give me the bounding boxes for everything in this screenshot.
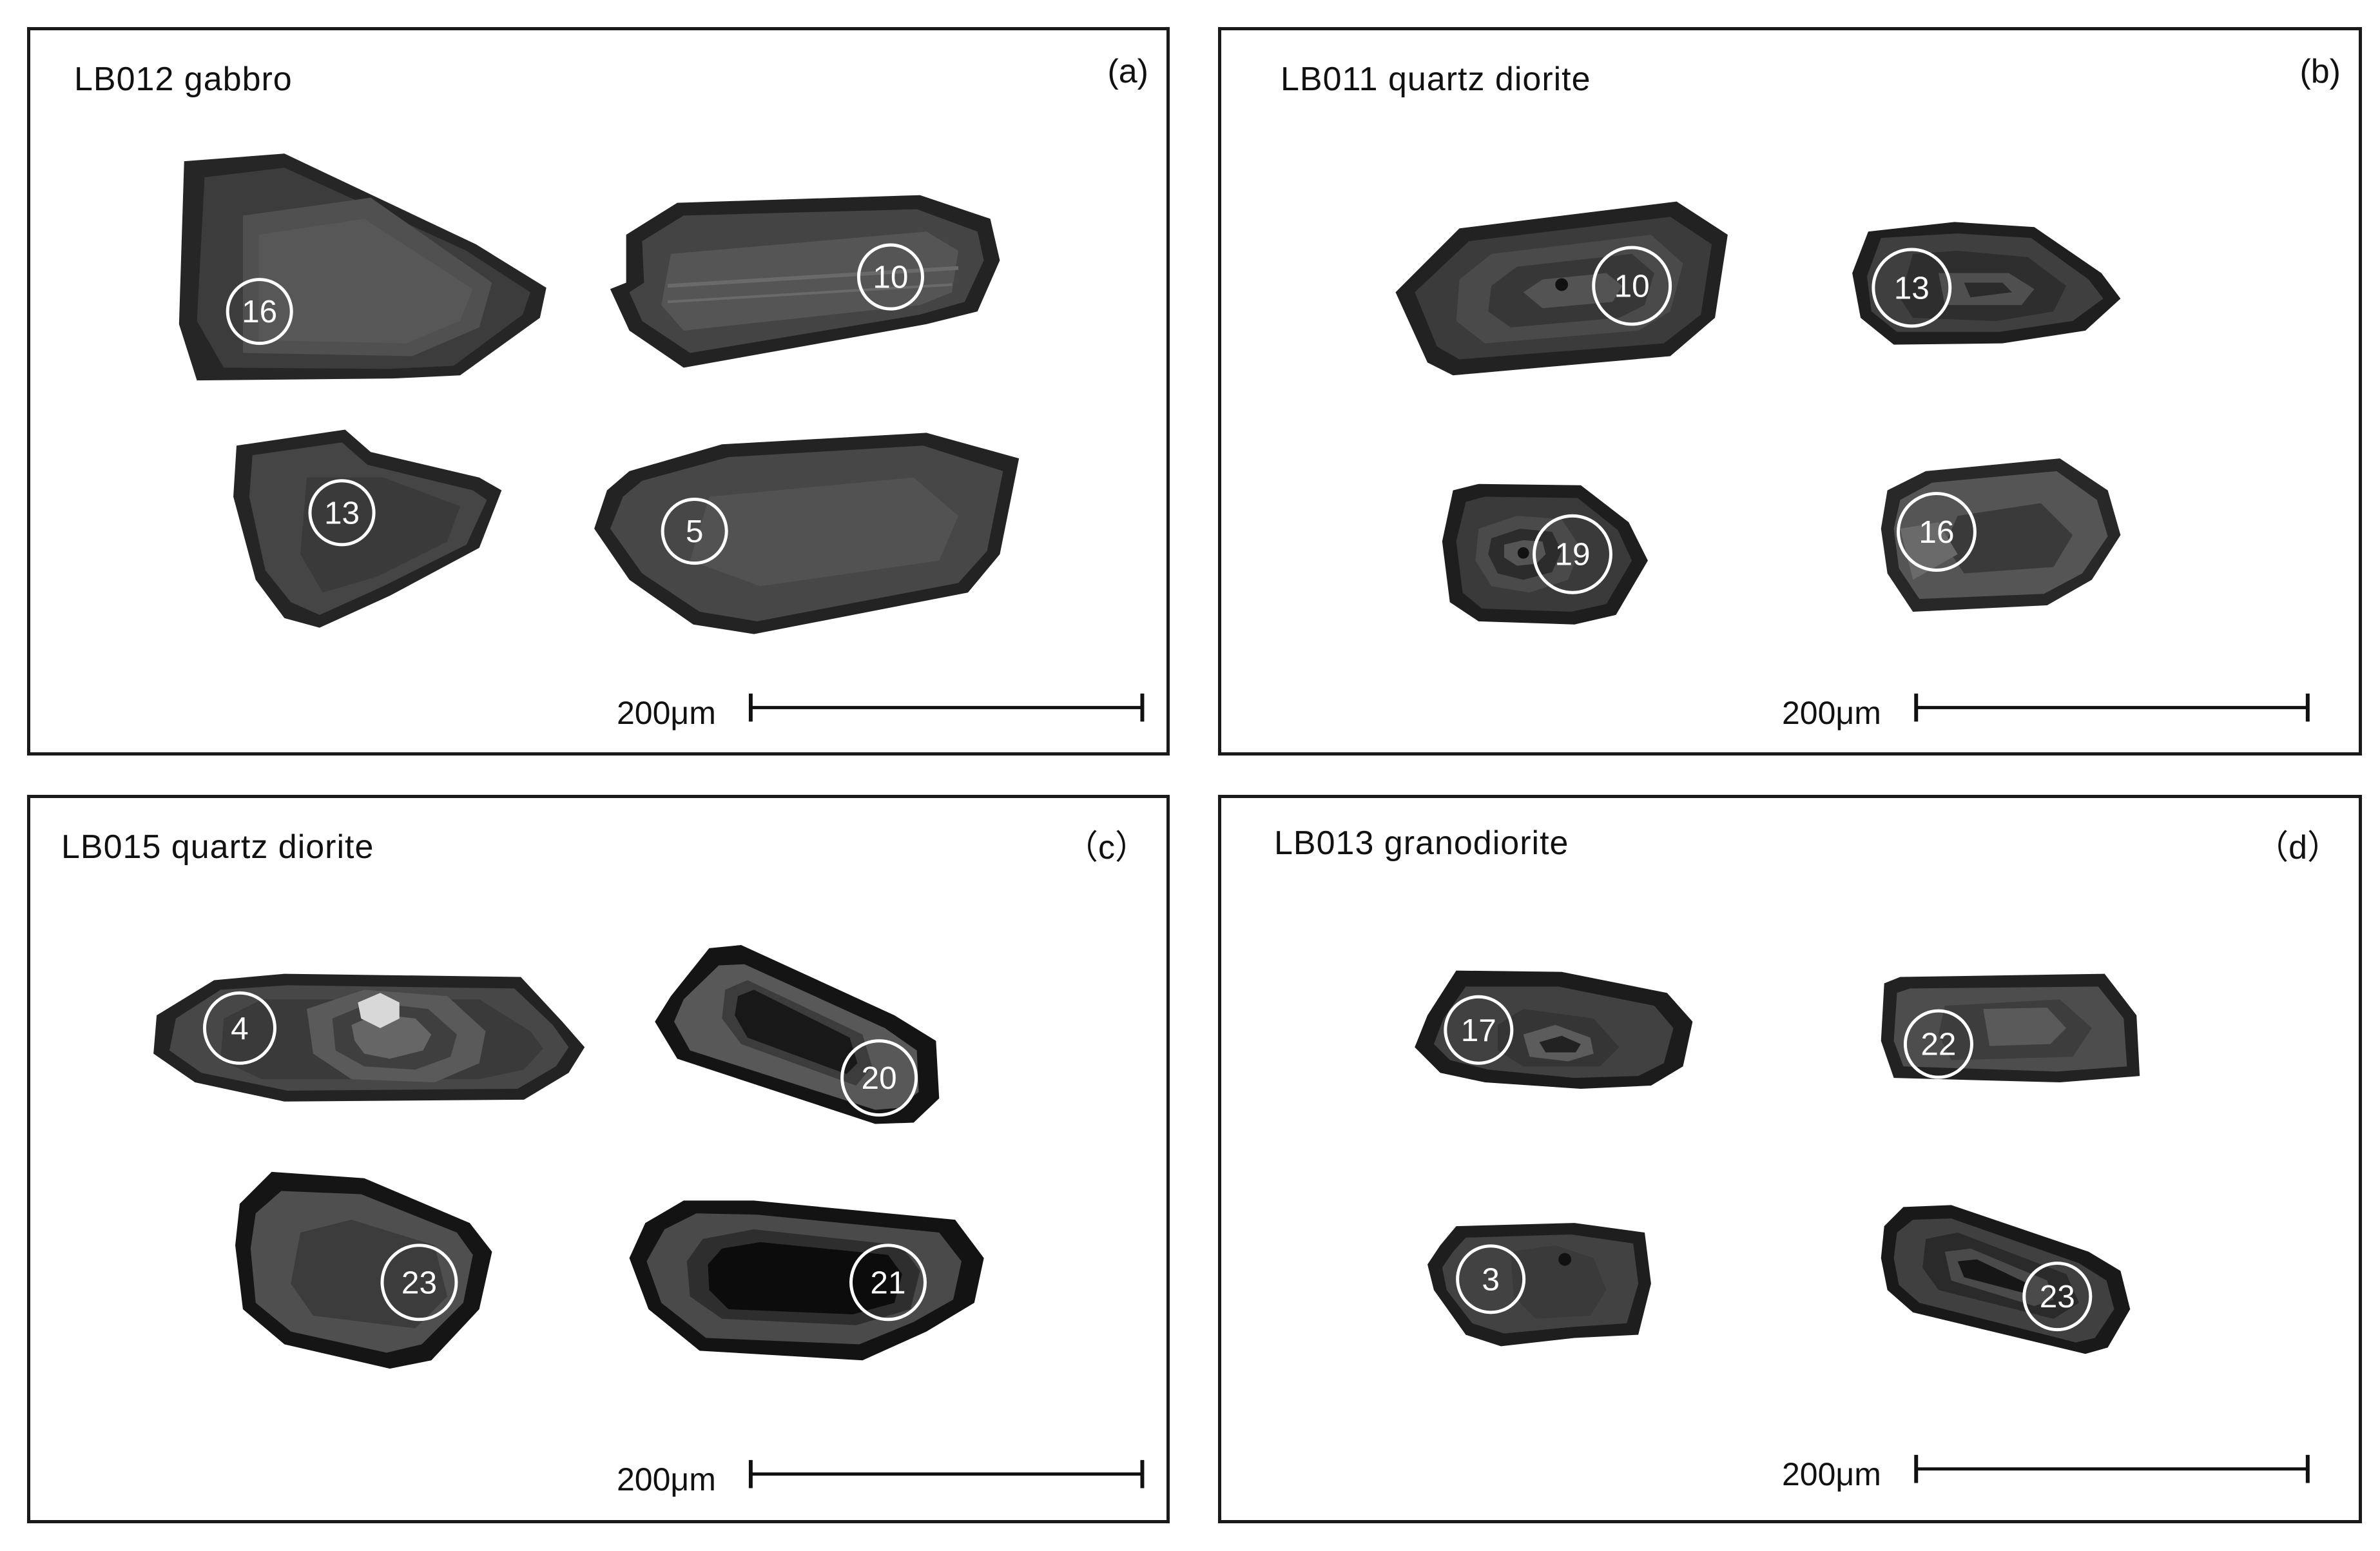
- spot-label: 23: [2040, 1278, 2075, 1314]
- spot-label: 20: [862, 1060, 897, 1096]
- scale-bar: [748, 1459, 1145, 1488]
- scale-bar-label: 200μm: [1782, 695, 1881, 731]
- panel-a-image: 16 10 13: [179, 153, 1145, 722]
- zircon-grain: [1881, 1205, 2131, 1354]
- panel-d-image: 17 22 3: [1415, 970, 2310, 1483]
- analysis-spot: 5: [661, 498, 728, 565]
- spot-label: 10: [873, 259, 908, 295]
- panel-letter: （d）: [2255, 829, 2341, 866]
- spot-label: 5: [686, 513, 704, 549]
- panel-a: 16 10 13: [27, 27, 1170, 756]
- analysis-spot: 10: [856, 243, 924, 311]
- zircon-grain: [629, 1200, 984, 1361]
- panel-letter: （c）: [1064, 829, 1148, 866]
- analysis-spot: 3: [1456, 1244, 1526, 1314]
- scale-bar-label: 200μm: [617, 695, 716, 731]
- zircon-grain: [153, 973, 585, 1102]
- analysis-spot: 17: [1444, 995, 1514, 1065]
- analysis-spot: 16: [226, 278, 293, 346]
- spot-label: 21: [870, 1264, 905, 1300]
- spot-label: 16: [242, 293, 277, 329]
- zircon-grain: [610, 195, 1000, 368]
- zircon-grain: [1415, 970, 1693, 1089]
- spot-label: 13: [324, 494, 360, 531]
- scale-bar-label: 200μm: [617, 1461, 716, 1497]
- zircon-grain: [1442, 483, 1648, 625]
- scale-bar: [1914, 693, 2310, 722]
- panel-c: 4 20 23 2: [27, 795, 1170, 1523]
- spot-label: 17: [1461, 1012, 1496, 1048]
- analysis-spot: 23: [2022, 1262, 2093, 1332]
- analysis-spot: 13: [1872, 248, 1952, 328]
- zircon-grain: [655, 944, 940, 1124]
- panel-letter: (b): [2299, 53, 2341, 90]
- analysis-spot: 19: [1533, 514, 1612, 594]
- analysis-spot: 20: [840, 1039, 918, 1117]
- zircon-grain: [1427, 1223, 1651, 1347]
- scale-bar-label: 200μm: [1782, 1456, 1881, 1492]
- spot-label: 16: [1919, 514, 1954, 550]
- spot-label: 19: [1554, 536, 1590, 572]
- panel-d: 17 22 3: [1218, 795, 2362, 1523]
- analysis-spot: 21: [849, 1244, 927, 1322]
- spot-label: 10: [1614, 268, 1650, 304]
- spot-label: 3: [1482, 1261, 1500, 1297]
- spot-label: 13: [1894, 269, 1930, 306]
- analysis-spot: 23: [380, 1244, 458, 1322]
- analysis-spot: 10: [1592, 246, 1672, 326]
- zircon-grain: [1881, 973, 2140, 1083]
- zircon-grain: [233, 429, 502, 628]
- spot-label: 23: [402, 1264, 437, 1300]
- panel-c-image: 4 20 23 2: [153, 944, 1145, 1488]
- spot-label: 22: [1920, 1026, 1956, 1062]
- analysis-spot: 22: [1903, 1009, 1973, 1079]
- panel-title: LB015 quartz diorite: [61, 828, 374, 866]
- zircon-grain: [1395, 201, 1728, 376]
- panel-b: 10 13 19: [1218, 27, 2362, 756]
- panel-letter: (a): [1107, 53, 1148, 90]
- zircon-grain: [1852, 222, 2121, 345]
- scale-bar: [748, 693, 1145, 722]
- panel-b-image: 10 13 19: [1395, 201, 2310, 722]
- analysis-spot: 13: [308, 479, 376, 547]
- analysis-spot: 4: [202, 991, 276, 1065]
- spot-label: 4: [231, 1010, 249, 1046]
- panel-title: LB013 granodiorite: [1274, 824, 1569, 862]
- zircon-grain: [594, 433, 1020, 634]
- zircon-grain: [179, 153, 547, 381]
- analysis-spot: 16: [1897, 492, 1977, 572]
- scale-bar: [1914, 1454, 2310, 1483]
- panel-title: LB012 gabbro: [74, 61, 293, 98]
- zircon-grain: [1881, 458, 2121, 612]
- panel-title: LB011 quartz diorite: [1281, 61, 1591, 98]
